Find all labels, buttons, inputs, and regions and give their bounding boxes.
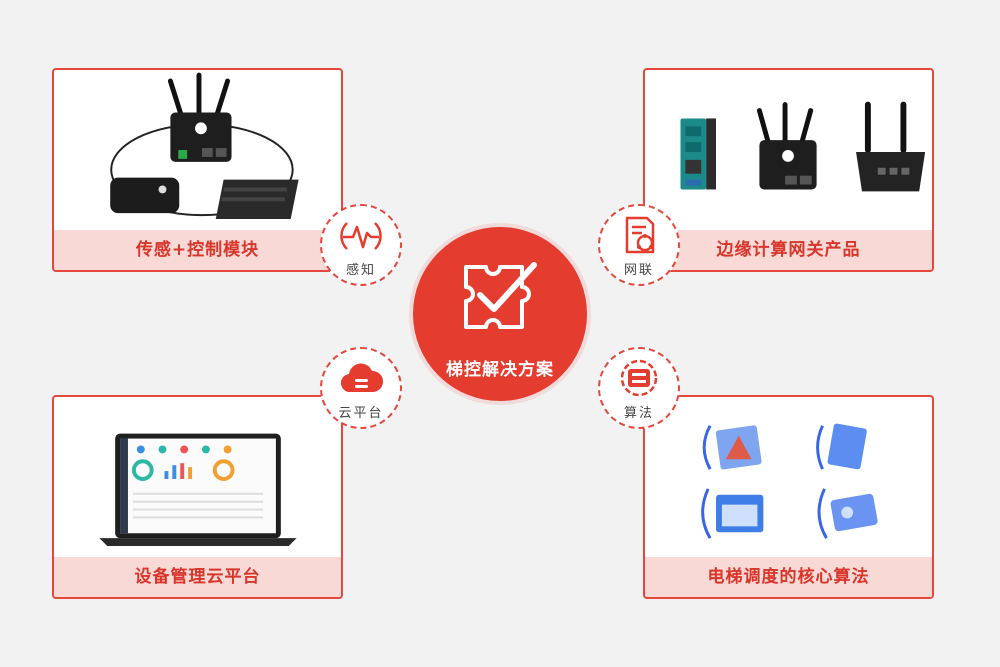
router-sensor-devices-illustration xyxy=(110,72,299,220)
algorithm-icons-illustration xyxy=(701,423,878,539)
node-algorithm: 算法 xyxy=(598,347,680,429)
node-label: 云平台 xyxy=(338,406,384,421)
node-networking: 网联 xyxy=(598,204,680,286)
hub-label: 梯控解决方案 xyxy=(446,360,554,380)
node-sensing: 感知 xyxy=(320,204,402,286)
cloud-icon xyxy=(341,363,383,393)
laptop-dashboard-illustration xyxy=(99,433,297,547)
elevator-control-solution-hub: 梯控解决方案 xyxy=(413,227,587,401)
document-icon xyxy=(816,423,867,470)
panel-caption: 传感+控制模块 xyxy=(54,230,341,270)
panel-elevator-dispatch-algorithm: 电梯调度的核心算法 xyxy=(643,395,934,599)
warning-document-icon xyxy=(702,425,762,470)
panel-caption: 设备管理云平台 xyxy=(54,557,341,597)
browser-window-icon xyxy=(701,488,764,539)
panel-sensor-control-module: 传感+控制模块 xyxy=(52,68,343,272)
node-label: 感知 xyxy=(345,263,376,278)
panel-caption: 边缘计算网关产品 xyxy=(645,230,932,270)
chip-icon xyxy=(620,359,658,397)
puzzle-check-icon xyxy=(464,262,537,329)
card-icon xyxy=(817,488,878,539)
node-cloud-platform: 云平台 xyxy=(320,347,402,429)
document-network-icon xyxy=(625,216,655,254)
panel-device-cloud-platform: 设备管理云平台 xyxy=(52,395,343,599)
node-label: 算法 xyxy=(623,406,654,421)
panel-caption: 电梯调度的核心算法 xyxy=(645,557,932,597)
panel-edge-gateway-products: 边缘计算网关产品 xyxy=(643,68,934,272)
gateway-devices-illustration xyxy=(680,101,926,192)
node-label: 网联 xyxy=(623,263,654,278)
pulse-sensor-icon xyxy=(340,222,382,250)
